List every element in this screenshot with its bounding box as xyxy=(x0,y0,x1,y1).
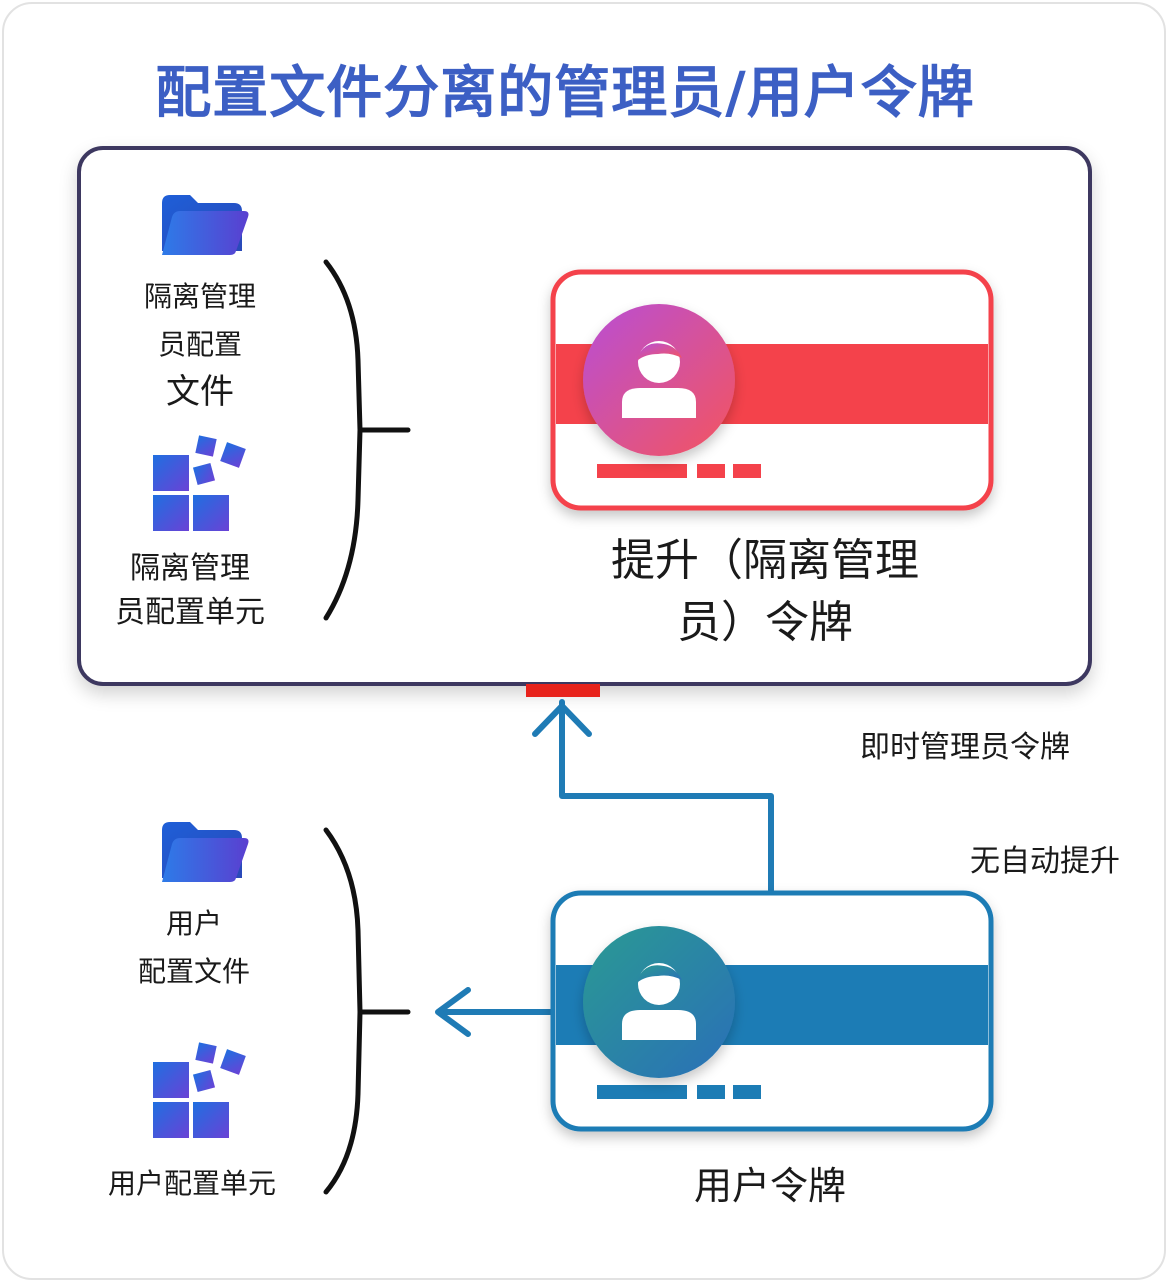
user-profile-label: 用户 配置文件 xyxy=(104,910,284,986)
user-profile-folder-icon xyxy=(162,822,249,882)
user-hive-registry-icon xyxy=(153,1042,246,1138)
jit-admin-token-label: 即时管理员令牌 xyxy=(860,730,1070,765)
admin-hive-label: 隔离管理 员配置单元 xyxy=(90,554,290,628)
admin-brace xyxy=(323,259,411,621)
user-brace xyxy=(323,827,411,1195)
admin-token-caption-line-1: 提升（隔离管理 xyxy=(611,535,919,586)
admin-profile-label: 隔离管理 员配置 文件 xyxy=(110,280,290,412)
user-profile-label-line-1: 用户 xyxy=(165,907,222,940)
admin-token-caption: 提升（隔离管理 员）令牌 xyxy=(585,530,945,655)
admin-avatar-icon xyxy=(583,304,735,456)
admin-profile-label-line-2: 员配置 xyxy=(157,328,242,361)
no-auto-elevation-label: 无自动提升 xyxy=(970,844,1120,879)
user-profile-label-line-2: 配置文件 xyxy=(137,955,250,988)
admin-profile-label-line-1: 隔离管理 xyxy=(143,280,256,313)
admin-profile-label-line-3: 文件 xyxy=(166,372,234,412)
user-avatar-icon xyxy=(583,926,735,1078)
admin-token-connector-tab xyxy=(526,684,600,697)
user-hive-label: 用户配置单元 xyxy=(108,1167,277,1200)
admin-hive-label-line-1: 隔离管理 xyxy=(130,551,250,586)
diagram-title: 配置文件分离的管理员/用户令牌 xyxy=(155,61,975,126)
admin-profile-folder-icon xyxy=(162,195,249,255)
admin-hive-label-line-2: 员配置单元 xyxy=(115,595,265,630)
user-profile-arrow xyxy=(435,987,555,1037)
elevation-arrow xyxy=(532,699,774,893)
admin-token-caption-line-2: 员）令牌 xyxy=(677,597,853,649)
user-token-caption: 用户令牌 xyxy=(693,1164,846,1208)
admin-hive-registry-icon xyxy=(153,435,246,531)
